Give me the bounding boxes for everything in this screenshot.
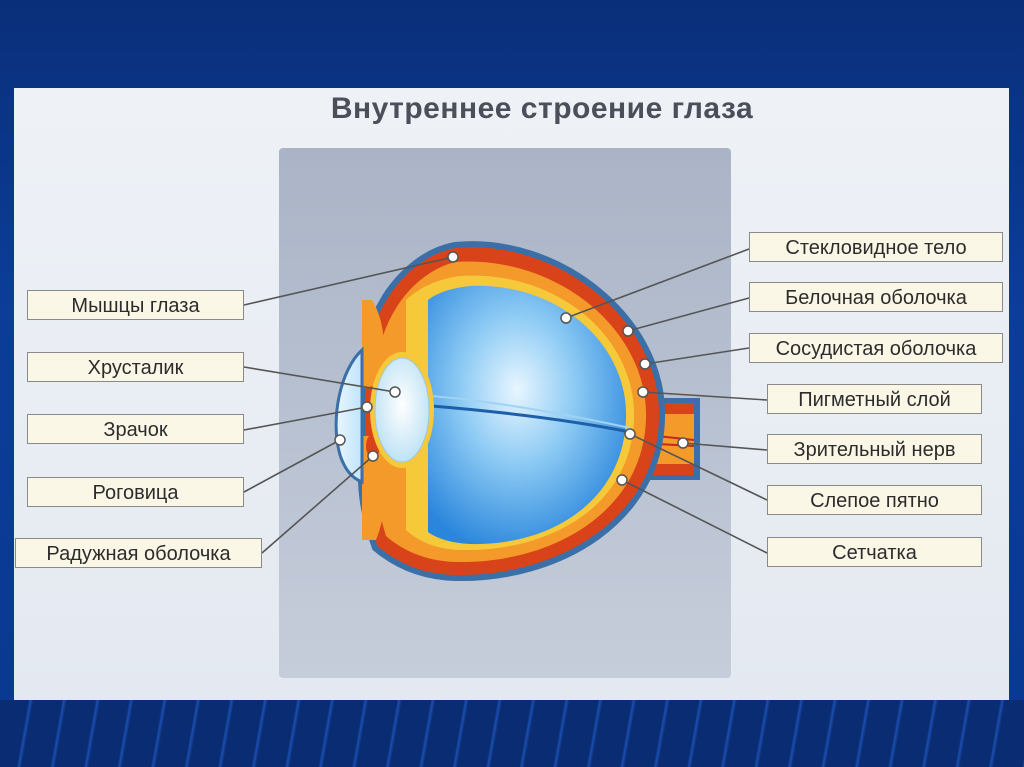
lens-shape xyxy=(370,352,434,468)
leader-lines xyxy=(243,248,768,554)
slide-title: Внутреннее строение глаза xyxy=(330,92,754,125)
label-choroid: Сосудистая оболочка xyxy=(749,333,1003,363)
label-optic-nerve: Зрительный нерв xyxy=(767,434,982,464)
label-pupil: Зрачок xyxy=(27,414,244,444)
label-vitreous: Стекловидное тело xyxy=(749,232,1003,262)
label-retina: Сетчатка xyxy=(767,537,982,567)
pointer-dots xyxy=(334,251,689,486)
label-pigment: Пигметный слой xyxy=(767,384,982,414)
label-muscles: Мышцы глаза xyxy=(27,290,244,320)
vitreous-shape xyxy=(428,285,631,545)
label-sclera: Белочная оболочка xyxy=(749,282,1003,312)
bottom-decoration xyxy=(0,700,1024,767)
label-iris: Радужная оболочка xyxy=(15,538,262,568)
cornea-shape xyxy=(334,346,364,485)
label-cornea: Роговица xyxy=(27,477,244,507)
label-blind-spot: Слепое пятно xyxy=(767,485,982,515)
label-lens: Хрусталик xyxy=(27,352,244,382)
